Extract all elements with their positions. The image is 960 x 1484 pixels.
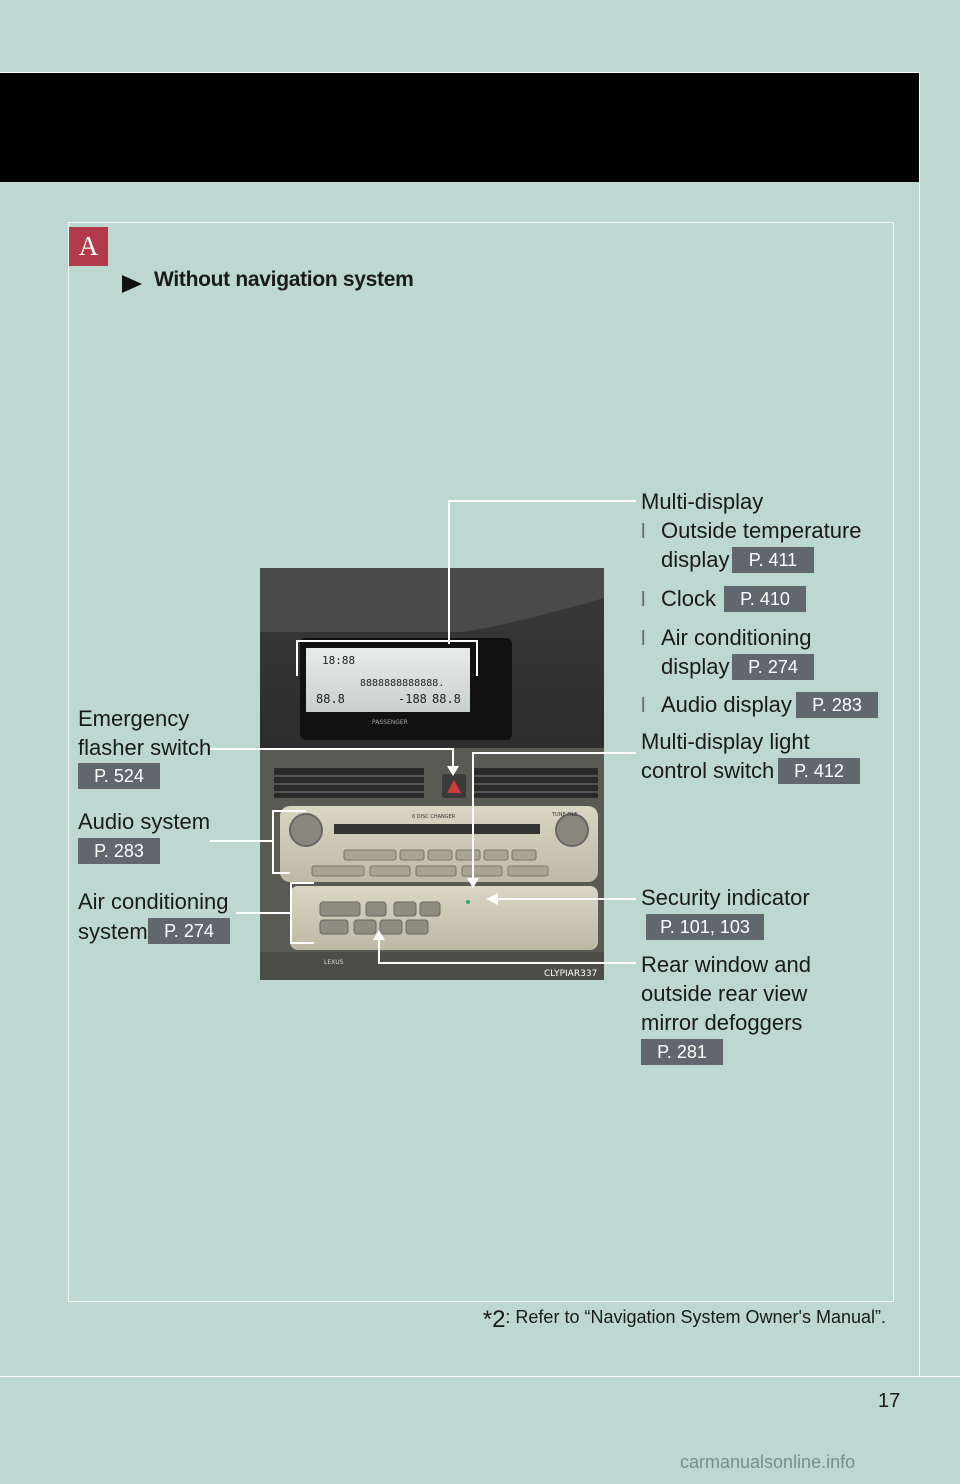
bullet: l (641, 521, 646, 543)
header-bar (0, 72, 920, 182)
bracket-audio-bottom (272, 872, 290, 874)
rule-top (0, 72, 920, 73)
leader-emergency-h (210, 748, 454, 750)
bullet: l (641, 628, 646, 650)
label-multi-display: Multi-display (641, 489, 764, 514)
bullet: l (641, 589, 646, 611)
lcd-text: 8888888888888. (360, 678, 444, 689)
label-ac-system: Air conditioning (78, 889, 229, 914)
center-console-photo: 18:88 8888888888888. 88.8 -188 88.8 PASS… (260, 568, 604, 980)
page-ref-defog[interactable]: P. 281 (641, 1039, 723, 1065)
bracket-audio-top (272, 810, 306, 812)
page-ref-audio-system[interactable]: P. 283 (78, 838, 160, 864)
label-defog-line3: mirror defoggers (641, 1010, 803, 1035)
page-ref-audio-display[interactable]: P. 283 (796, 692, 878, 718)
page-ref-security[interactable]: P. 101, 103 (646, 914, 764, 940)
item-outside-temp-line2: display (661, 547, 730, 572)
leader-audio-h (210, 840, 274, 842)
leader-md-light-h (472, 752, 636, 754)
rule-right (919, 72, 920, 1377)
page-ref-ac-system[interactable]: P. 274 (148, 918, 230, 944)
label-emergency-line2: flasher switch (78, 735, 212, 760)
content-frame (68, 222, 894, 1302)
item-ac-display-line2: display (661, 654, 730, 679)
leader-emergency-v (452, 748, 454, 770)
leader-security-h (496, 898, 636, 900)
bracket-display-right (476, 640, 478, 676)
bullet: l (641, 695, 646, 717)
footnote-mark: *2 (482, 1306, 506, 1333)
label-defog: Rear window and (641, 952, 811, 977)
section-title: Without navigation system (154, 268, 414, 291)
tune-label: TUNE·FILE (551, 812, 578, 818)
page-ref-emergency[interactable]: P. 524 (78, 763, 160, 789)
rule-bottom (0, 1376, 960, 1377)
bracket-ac-top (290, 882, 314, 884)
image-code: CLYPIAR337 (544, 969, 597, 979)
page-ref-md-light[interactable]: P. 412 (778, 758, 860, 784)
page-ref-ac-display[interactable]: P. 274 (732, 654, 814, 680)
page-number: 17 (878, 1390, 901, 1412)
label-md-light: Multi-display light (641, 729, 810, 754)
watermark: carmanualsonline.info (680, 1452, 856, 1472)
lcd-outside: -188 (398, 692, 427, 706)
bracket-display-left (296, 640, 298, 676)
leader-ac-h (236, 912, 292, 914)
brand-label: LEXUS (324, 959, 344, 966)
arrow-left-icon (486, 893, 498, 905)
section-letter: A (69, 227, 108, 266)
leader-defog-v (378, 940, 380, 964)
triangle-right-icon (122, 275, 142, 293)
bracket-ac-bottom (290, 942, 314, 944)
lcd-temp-right: 88.8 (432, 692, 461, 706)
bracket-display-top (296, 640, 478, 642)
leader-multi-display-h (448, 500, 636, 502)
arrow-down-icon (467, 878, 479, 888)
label-defog-line2: outside rear view (641, 981, 808, 1006)
console-illustration: 18:88 8888888888888. 88.8 -188 88.8 PASS… (260, 568, 604, 980)
page-ref-outside-temp[interactable]: P. 411 (732, 547, 814, 573)
arrow-up-icon (373, 930, 385, 940)
lcd-clock: 18:88 (322, 654, 355, 667)
footnote: *2: Refer to “Navigation System Owner's … (483, 1306, 886, 1334)
passenger-label: PASSENGER (372, 719, 408, 726)
label-ac-system-line2: system (78, 919, 148, 944)
page-ref-clock[interactable]: P. 410 (724, 586, 806, 612)
bracket-ac (290, 882, 292, 944)
footnote-text: : Refer to “Navigation System Owner's Ma… (505, 1307, 886, 1327)
label-security: Security indicator (641, 885, 810, 910)
bracket-audio (272, 810, 274, 874)
label-emergency: Emergency (78, 706, 190, 731)
lcd-temp-left: 88.8 (316, 692, 345, 706)
label-audio-system: Audio system (78, 809, 211, 834)
leader-multi-display-v (448, 500, 450, 644)
leader-defog-h (378, 962, 636, 964)
leader-md-light-v (472, 752, 474, 882)
changer-label: 6 DISC CHANGER (412, 814, 456, 820)
arrow-down-icon (447, 766, 459, 776)
label-md-light-line2: control switch (641, 758, 775, 783)
